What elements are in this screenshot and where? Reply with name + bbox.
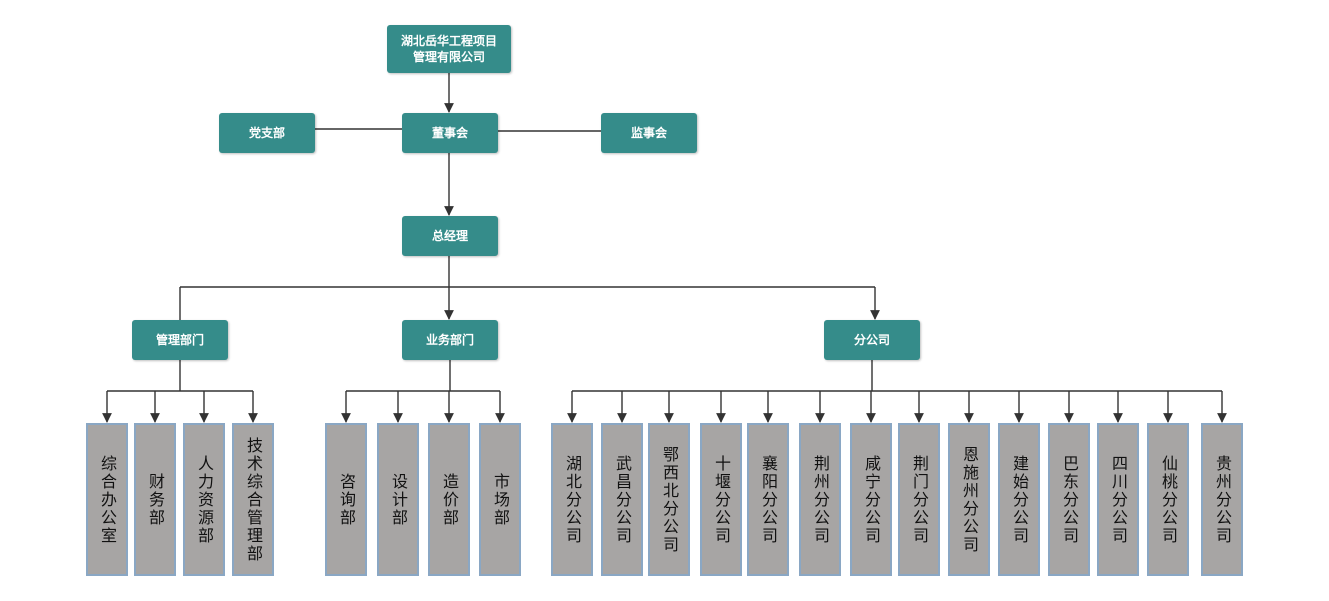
leaf-branch-unit: 荆州分公司 — [799, 423, 841, 576]
node-supervisory-board: 监事会 — [601, 113, 697, 153]
leaf-business-unit: 造价部 — [428, 423, 470, 576]
leaf-branch-unit: 十堰分公司 — [700, 423, 742, 576]
leaf-branch-unit: 仙桃分公司 — [1147, 423, 1189, 576]
leaf-branch-unit: 恩施州分公司 — [948, 423, 990, 576]
node-party-branch: 党支部 — [219, 113, 315, 153]
leaf-branch-unit: 建始分公司 — [998, 423, 1040, 576]
node-branch-division: 分公司 — [824, 320, 920, 360]
node-management-division: 管理部门 — [132, 320, 228, 360]
node-board: 董事会 — [402, 113, 498, 153]
node-company: 湖北岳华工程项目 管理有限公司 — [387, 25, 511, 73]
leaf-branch-unit: 鄂西北分公司 — [648, 423, 690, 576]
leaf-management-unit: 人力资源部 — [183, 423, 225, 576]
node-business-division: 业务部门 — [402, 320, 498, 360]
leaf-branch-unit: 贵州分公司 — [1201, 423, 1243, 576]
leaf-branch-unit: 武昌分公司 — [601, 423, 643, 576]
leaf-management-unit: 综合办公室 — [86, 423, 128, 576]
leaf-business-unit: 咨询部 — [325, 423, 367, 576]
leaf-business-unit: 市场部 — [479, 423, 521, 576]
leaf-management-unit: 技术综合管理部 — [232, 423, 274, 576]
node-general-manager: 总经理 — [402, 216, 498, 256]
leaf-branch-unit: 四川分公司 — [1097, 423, 1139, 576]
leaf-branch-unit: 咸宁分公司 — [850, 423, 892, 576]
leaf-business-unit: 设计部 — [377, 423, 419, 576]
leaf-management-unit: 财务部 — [134, 423, 176, 576]
leaf-branch-unit: 巴东分公司 — [1048, 423, 1090, 576]
leaf-branch-unit: 湖北分公司 — [551, 423, 593, 576]
leaf-branch-unit: 荆门分公司 — [898, 423, 940, 576]
leaf-branch-unit: 襄阳分公司 — [747, 423, 789, 576]
